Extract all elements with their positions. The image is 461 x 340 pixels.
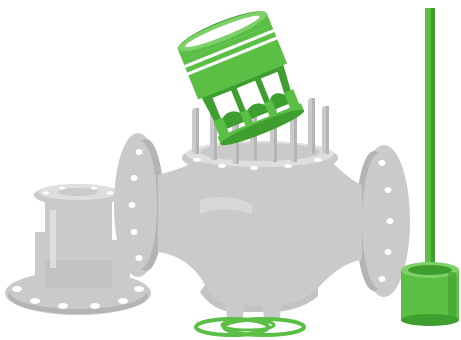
valve-assembly-illustration xyxy=(0,0,461,340)
